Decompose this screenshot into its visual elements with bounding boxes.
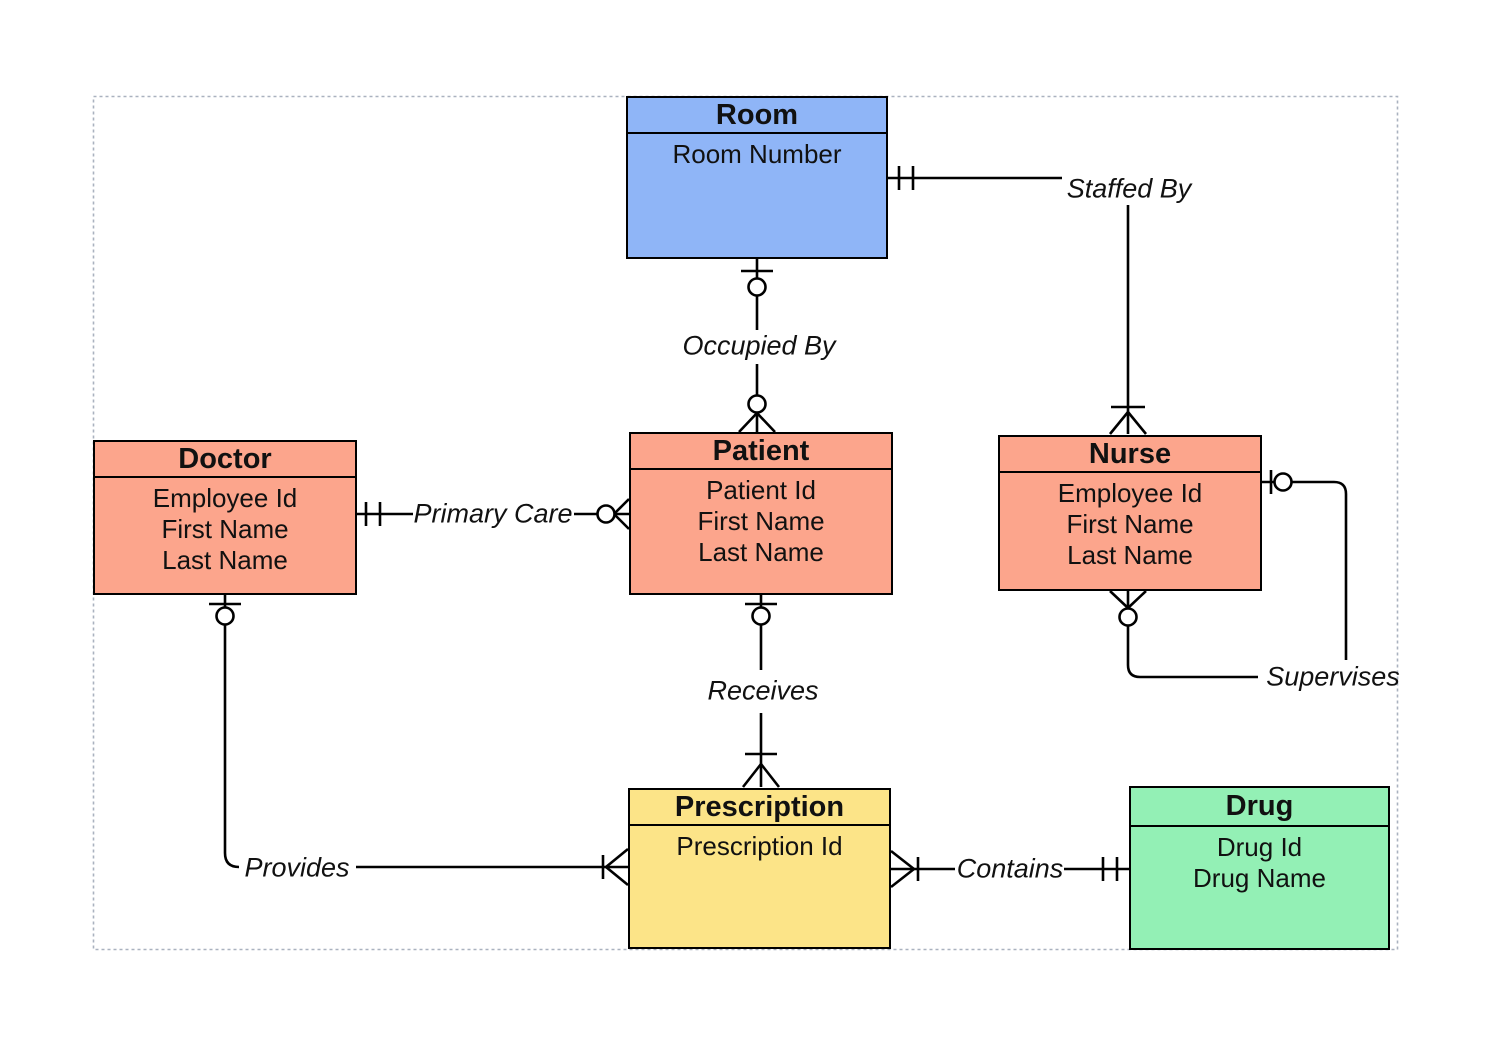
attribute: First Name — [1066, 509, 1194, 539]
entity-attributes: Employee Id First Name Last Name — [1000, 473, 1260, 571]
relationship-label-staffed-by[interactable]: Staffed By — [1066, 173, 1192, 204]
attribute: Drug Id — [1216, 832, 1303, 862]
entity-nurse[interactable]: Nurse Employee Id First Name Last Name — [998, 435, 1262, 591]
entity-patient[interactable]: Patient Patient Id First Name Last Name — [629, 432, 893, 595]
connector-contains[interactable] — [890, 849, 1129, 889]
entity-title: Doctor — [95, 442, 355, 478]
attribute: First Name — [697, 506, 825, 536]
relationship-label-occupied-by[interactable]: Occupied By — [682, 330, 836, 361]
entity-attributes: Prescription Id — [630, 826, 889, 862]
entity-attributes: Employee Id First Name Last Name — [95, 478, 355, 576]
entity-title: Nurse — [1000, 437, 1260, 473]
attribute: Last Name — [1067, 540, 1193, 570]
attribute: Room Number — [672, 139, 842, 169]
connector-primary-care[interactable] — [357, 498, 630, 530]
relationship-label-provides[interactable]: Provides — [244, 852, 350, 883]
entity-title: Room — [628, 98, 886, 134]
entity-attributes: Room Number — [628, 134, 886, 170]
entity-drug[interactable]: Drug Drug Id Drug Name — [1129, 786, 1390, 950]
entity-title: Drug — [1131, 788, 1388, 827]
entity-title: Prescription — [630, 790, 889, 826]
entity-attributes: Drug Id Drug Name — [1131, 827, 1388, 894]
attribute: Employee Id — [152, 483, 298, 513]
connector-receives[interactable] — [741, 595, 781, 788]
entity-prescription[interactable]: Prescription Prescription Id — [628, 788, 891, 949]
entity-doctor[interactable]: Doctor Employee Id First Name Last Name — [93, 440, 357, 595]
connector-occupied-by[interactable] — [738, 259, 776, 433]
relationship-label-primary-care[interactable]: Primary Care — [413, 498, 573, 529]
canvas-dashed-border — [92, 95, 1399, 951]
entity-title: Patient — [631, 434, 891, 470]
relationship-label-contains[interactable]: Contains — [956, 853, 1064, 884]
attribute: Employee Id — [1057, 478, 1203, 508]
relationship-label-supervises[interactable]: Supervises — [1266, 661, 1400, 692]
entity-attributes: Patient Id First Name Last Name — [631, 470, 891, 568]
attribute: Patient Id — [706, 475, 816, 505]
attribute: Last Name — [698, 537, 824, 567]
connector-staffed-by[interactable] — [888, 166, 1148, 435]
entity-room[interactable]: Room Room Number — [626, 96, 888, 259]
attribute: First Name — [161, 514, 289, 544]
connector-supervises[interactable] — [1109, 470, 1348, 679]
attribute: Prescription Id — [676, 831, 843, 861]
attribute: Drug Name — [1193, 863, 1326, 893]
relationship-label-receives[interactable]: Receives — [707, 675, 819, 706]
connector-provides[interactable] — [209, 595, 629, 887]
attribute: Last Name — [162, 545, 288, 575]
